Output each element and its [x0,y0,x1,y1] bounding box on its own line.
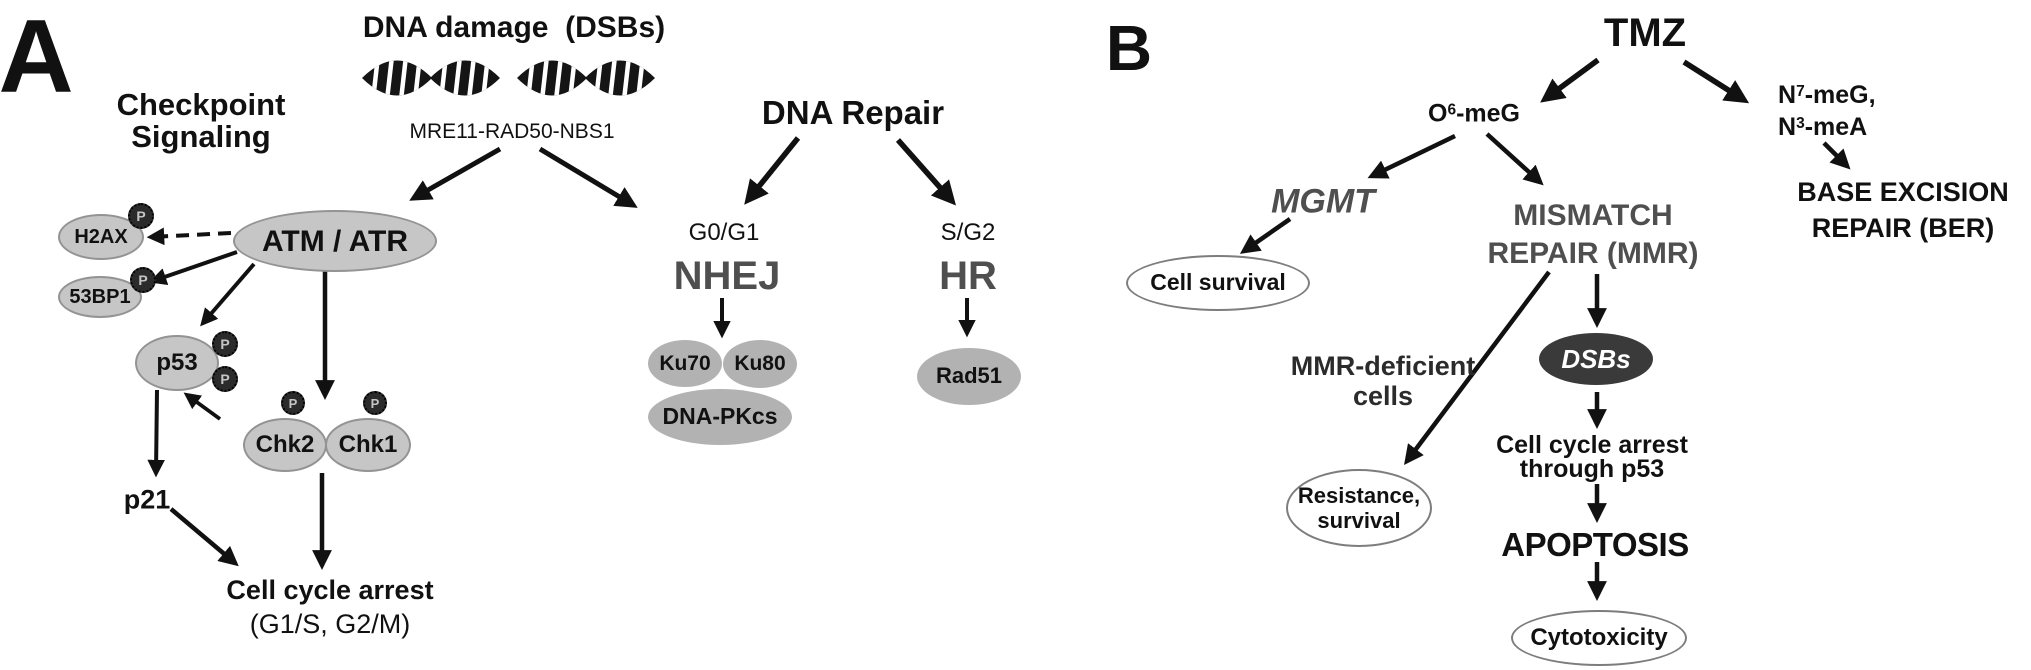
mmr-deficient-line: MMR-deficient [1290,351,1476,381]
arrow-o6meg-to-mgmt [1367,133,1456,179]
node-chk2: Chk2 [243,418,327,472]
phospho-icon: P [212,331,238,357]
n3mea-tail: -meA [1804,113,1868,141]
n7meg-tail: -meG, [1804,81,1876,109]
n3mea-sup: 3 [1796,115,1805,133]
dna-helix-icon [362,60,655,96]
arrow-o6meg-to-mmr [1485,132,1544,186]
mrn-complex-label: MRE11-RAD50-NBS1 [409,119,615,143]
arrow-tmz-to-n7meg [1682,59,1750,104]
node-cytotoxicity: Cytotoxicity [1511,610,1687,666]
cell-cycle-arrest-block: Cell cycle arrest (G1/S, G2/M) [226,573,433,641]
arrest-line: Cell cycle arrest [1496,431,1688,459]
phospho-icon: P [130,267,156,293]
arrow-atm-to-p53 [200,262,256,327]
through-p53-line: through p53 [1519,455,1665,483]
o6meg-base: O [1428,99,1448,128]
n7meg-sup: 7 [1796,83,1805,101]
dna-damage-title: DNA damage (DSBs) [362,10,666,44]
phospho-icon: P [281,391,305,415]
signaling-line: Signaling [131,119,271,154]
g0g1-label: G0/G1 [688,219,760,247]
node-resistance-survival: Resistance, survival [1286,469,1432,547]
checkpoint-signaling-heading: Checkpoint Signaling [117,89,286,153]
arrow-p21-to-arrest [169,507,239,567]
o6meg-sup: 6 [1447,101,1457,119]
checkpoint-line: Checkpoint [116,87,286,122]
arrow-chk-to-p53 [183,392,222,421]
mismatch-line: MISMATCH [1513,199,1673,232]
node-53bp1: 53BP1 [58,276,142,318]
cell-cycle-arrest-label: Cell cycle arrest [226,575,434,605]
n7meg-n3mea-block: N7-meG, N3-meA [1778,81,1876,145]
mmr-deficient-label: MMR-deficient cells [1291,351,1476,411]
mismatch-repair-heading: MISMATCH REPAIR (MMR) [1487,197,1698,273]
n7meg-label: N7-meG, [1778,81,1876,113]
node-chk1: Chk1 [325,418,411,472]
base-excision-line: BASE EXCISION [1797,177,2009,207]
arrow-tmz-to-o6meg [1540,57,1600,103]
hr-label: HR [939,254,997,298]
n3mea-base: N [1778,113,1797,141]
node-cell-survival: Cell survival [1126,255,1310,311]
arrow-repair-to-g0g1 [744,136,801,205]
arrest-through-p53-block: Cell cycle arrest through p53 [1496,431,1688,483]
o6meg-tail: -meG [1456,99,1520,128]
arrow-p53-to-p21 [147,389,165,478]
n7meg-base: N [1778,81,1797,109]
arrow-mmr-to-resistance [1404,270,1551,465]
phospho-icon: P [128,203,154,229]
node-atm-atr: ATM / ATR [233,210,437,272]
node-p53: p53 [135,335,219,391]
panel-a-label: A [0,0,74,116]
arrow-mgmt-to-survival [1239,217,1292,254]
node-dna-pkcs: DNA-PKcs [648,389,792,445]
apoptosis-label: APOPTOSIS [1501,526,1689,564]
node-dsbs: DSBs [1539,333,1653,385]
dna-repair-title: DNA Repair [761,94,945,132]
o6meg-label: O6-meG [1428,100,1520,129]
ber-heading: BASE EXCISION REPAIR (BER) [1797,174,2009,246]
arrow-atm-to-h2ax [146,227,232,246]
phospho-icon: P [212,366,238,392]
repair-ber-line: REPAIR (BER) [1811,213,1995,243]
sg2-label: S/G2 [940,219,996,247]
arrow-n3mea-to-ber [1822,141,1851,170]
node-ku80: Ku80 [723,340,797,388]
mmr-deficient-cells-line: cells [1352,381,1414,411]
node-ku70: Ku70 [648,340,722,387]
survival-line: survival [1317,508,1401,533]
arrest-phases-label: (G1/S, G2/M) [249,609,411,639]
p21-label: p21 [123,484,171,515]
n3mea-label: N3-meA [1778,113,1876,145]
node-rad51: Rad51 [917,348,1021,405]
panel-b-label: B [1105,12,1153,85]
arrow-mrn-to-repair [538,146,638,208]
arrow-atm-to-53bp1 [148,250,238,286]
arrow-repair-to-sg2 [895,138,957,206]
phospho-icon: P [363,391,387,415]
resistance-line: Resistance, [1297,483,1421,508]
tmz-label: TMZ [1603,11,1687,55]
repair-mmr-line: REPAIR (MMR) [1487,237,1699,270]
mgmt-label: MGMT [1271,182,1375,221]
arrow-mrn-to-atm [409,146,502,201]
nhej-label: NHEJ [673,254,781,298]
node-h2ax: H2AX [58,214,144,260]
